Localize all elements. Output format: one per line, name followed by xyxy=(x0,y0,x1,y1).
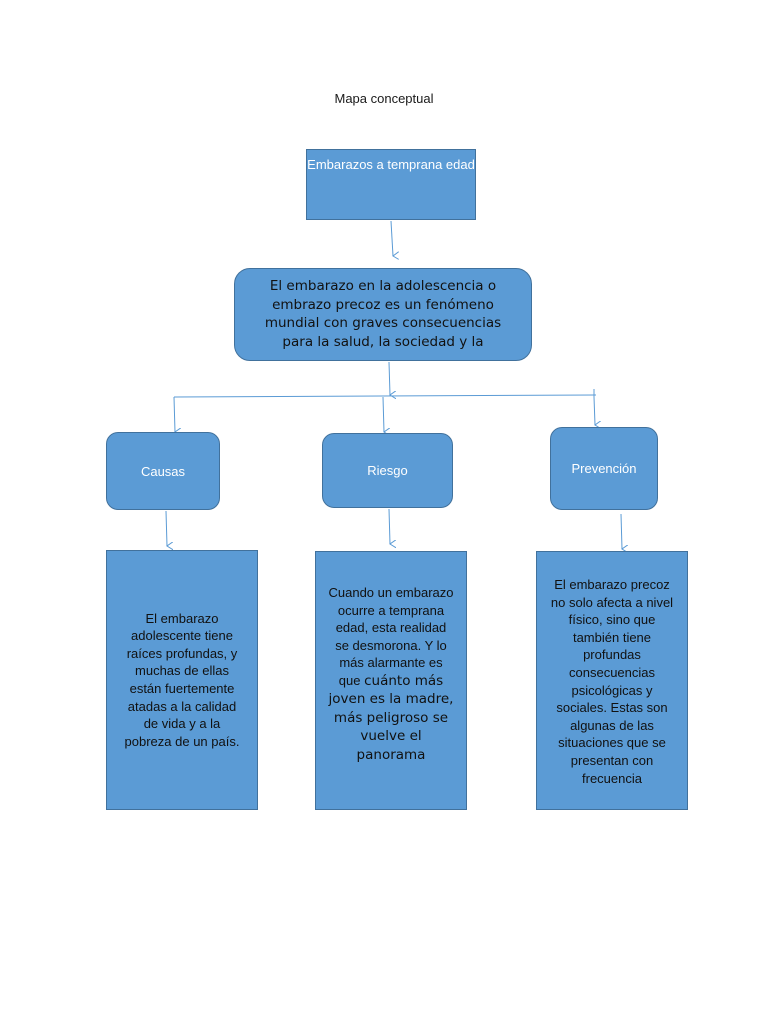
definition-node: El embarazo en la adolescencia o embrazo… xyxy=(234,268,532,361)
category-causas-label: Causas xyxy=(140,463,186,479)
category-causas: Causas xyxy=(106,432,220,510)
category-prevencion-label: Prevención xyxy=(571,461,637,476)
root-node: Embarazos a temprana edad xyxy=(306,149,476,220)
detail-causas: El embarazo adolescente tiene raíces pro… xyxy=(106,550,258,810)
connector-horizontal-bar xyxy=(173,394,597,398)
category-riesgo-label: Riesgo xyxy=(367,463,408,478)
connector-causas-detail xyxy=(165,510,167,546)
detail-prevencion: El embarazo precoz no solo afecta a nive… xyxy=(536,551,688,810)
definition-text: El embarazo en la adolescencia o embrazo… xyxy=(264,278,502,350)
detail-prevencion-text: El embarazo precoz no solo afecta a nive… xyxy=(550,577,674,786)
connector-root-to-definition xyxy=(390,220,393,256)
page-title: Mapa conceptual xyxy=(334,91,434,106)
connector-to-causas xyxy=(173,396,175,432)
category-prevencion: Prevención xyxy=(550,427,658,510)
connector-to-prevencion xyxy=(593,396,595,425)
connector-definition-stem xyxy=(388,361,390,395)
detail-riesgo-text: Cuando un embarazo ocurre a temprana eda… xyxy=(328,585,454,688)
category-riesgo: Riesgo xyxy=(322,433,453,508)
connector-riesgo-detail xyxy=(388,508,390,544)
connector-to-riesgo xyxy=(382,396,384,432)
detail-riesgo: Cuando un embarazo ocurre a temprana eda… xyxy=(315,551,467,810)
root-node-label: Embarazos a temprana edad xyxy=(307,157,475,172)
detail-riesgo-emphasis: cuánto más joven es la madre, más peligr… xyxy=(328,672,454,763)
detail-causas-text: El embarazo adolescente tiene raíces pro… xyxy=(124,610,240,749)
connector-prevencion-detail xyxy=(620,513,622,549)
